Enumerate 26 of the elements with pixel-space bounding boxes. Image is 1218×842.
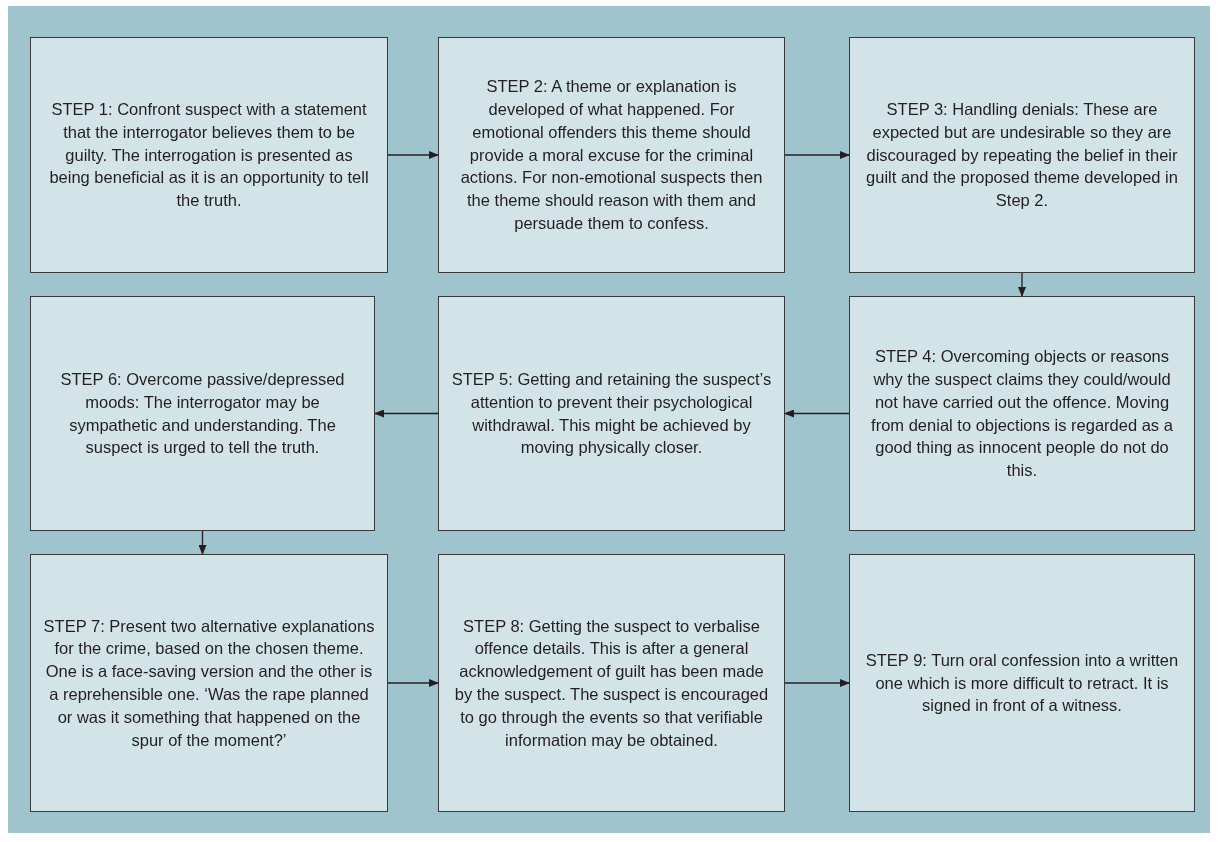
step-box [30, 296, 375, 531]
arrow [784, 679, 850, 687]
step-text: STEP 1: Confront suspect with a statement that the interrogator believes them to be guilty. The interrogation is presented as being beneficial as it is an opportunity to tell the truth. [48, 99, 370, 212]
arrow [387, 151, 439, 159]
step-text: STEP 4: Overcoming objects or reasons why the suspect claims they could/would not have carried out the offence. Moving from denial to objections is regarded as a good thing as innocent people do not do this. [870, 346, 1174, 482]
arrow [1018, 272, 1026, 297]
step-box [30, 554, 388, 812]
arrow [784, 409, 850, 418]
arrow [387, 679, 439, 687]
step-text: STEP 2: A theme or explanation is developed of what happened. For emotional offenders this theme should provide a moral excuse for the criminal actions. For non-emotional suspects then the theme should reason with them and persuade them to confess. [459, 76, 764, 234]
arrow [784, 151, 850, 159]
step-box [849, 554, 1195, 812]
step-text: STEP 8: Getting the suspect to verbalise offence details. This is after a general acknowledgement of guilt has been made by the suspect. The suspect is encouraged to go through the events so that verifiable information may be obtained. [453, 615, 770, 751]
step-box [849, 37, 1195, 273]
step-box [30, 37, 388, 273]
step-box [438, 37, 785, 273]
step-text: STEP 7: Present two alternative explanations for the crime, based on the chosen theme. One is a face-saving version and the other is a reprehensible one. ‘Was the rape planned or was it something that happened on the spur of the moment?’ [43, 615, 375, 751]
step-text: STEP 3: Handling denials: These are expected but are undesirable so they are discouraged by repeating the belief in their guilt and the proposed theme developed in Step 2. [865, 99, 1179, 212]
arrow [198, 530, 207, 555]
step-box [438, 554, 785, 812]
step-text: STEP 5: Getting and retaining the suspect’s attention to prevent their psychological withdrawal. This might be achieved by moving physically closer. [451, 368, 772, 459]
step-box [849, 296, 1195, 531]
step-text: STEP 9: Turn oral confession into a written one which is more difficult to retract. It is signed in front of a witness. [864, 649, 1180, 717]
step-box [438, 296, 785, 531]
step-text: STEP 6: Overcome passive/depressed moods: The interrogator may be sympathetic and understanding. The suspect is urged to tell the truth. [59, 368, 346, 459]
arrow [374, 409, 439, 418]
